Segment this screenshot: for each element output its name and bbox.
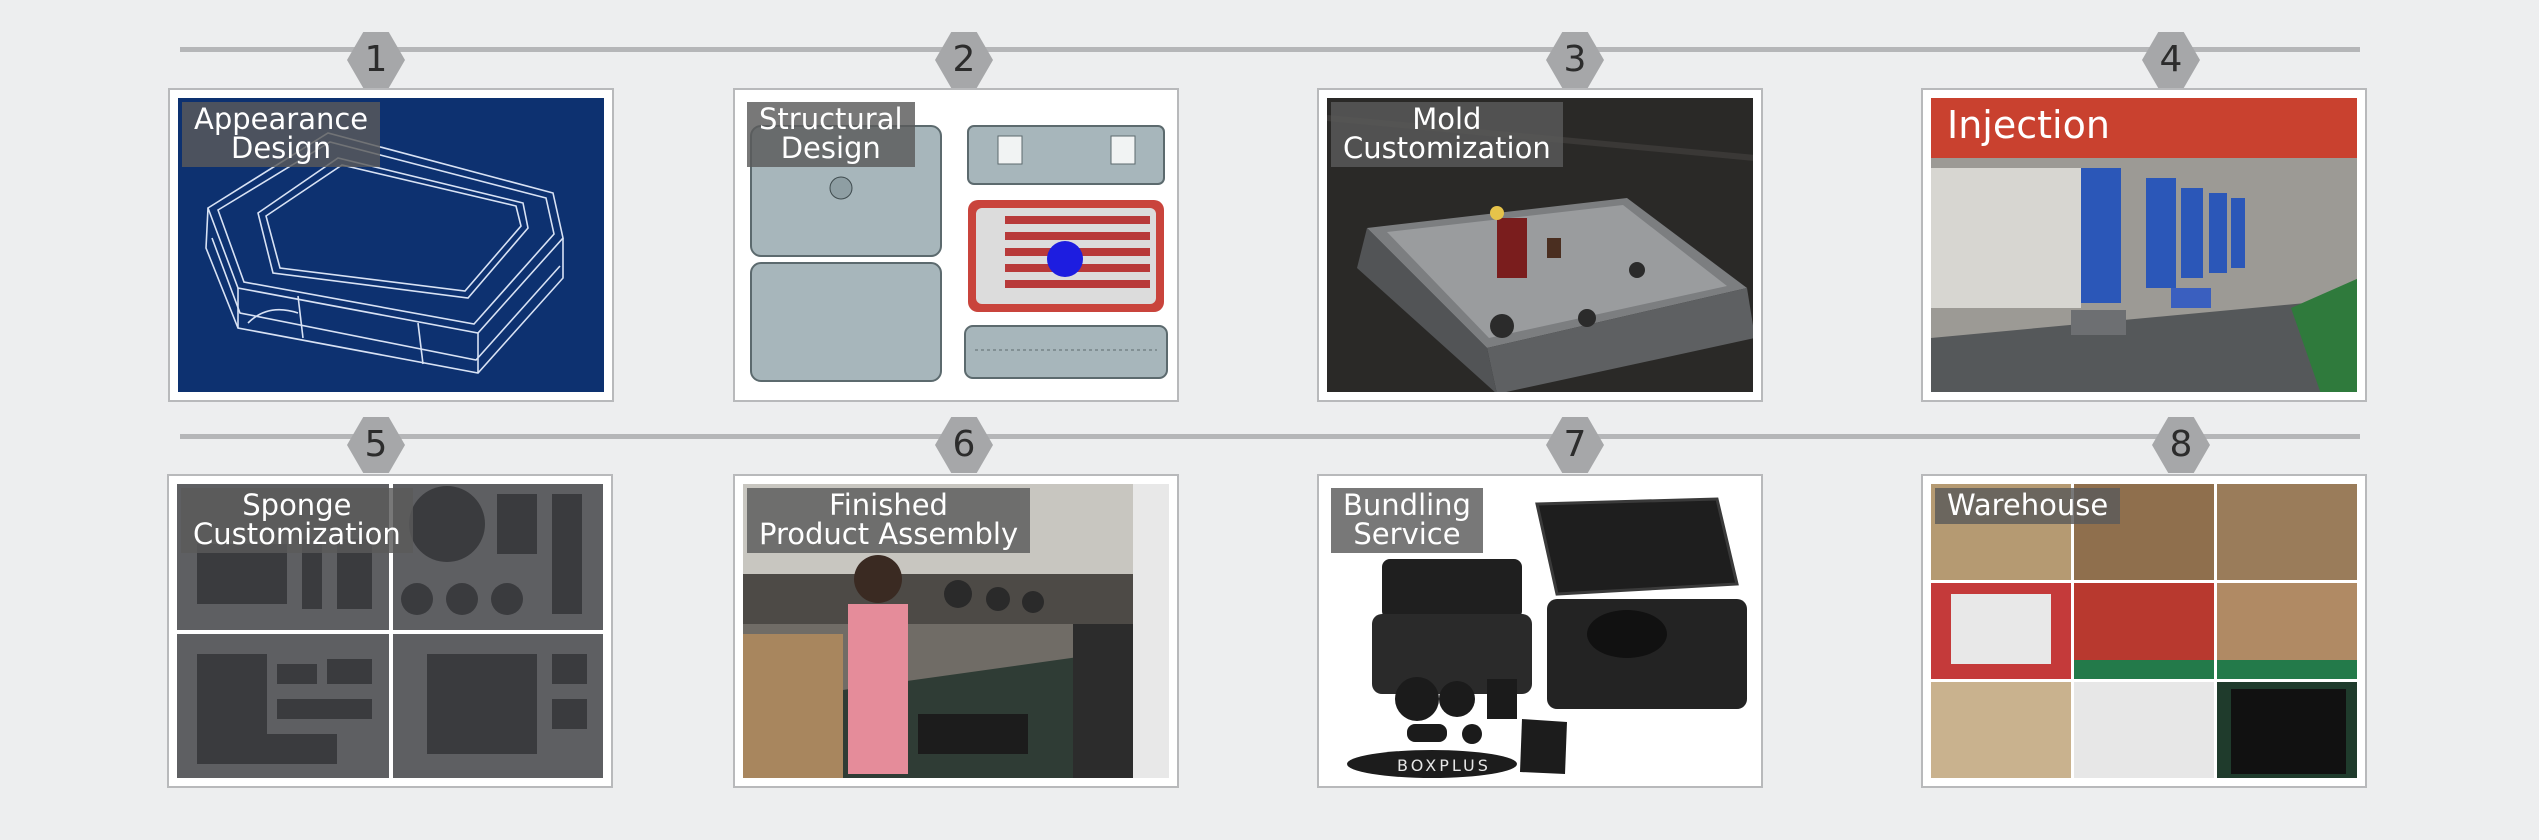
step-number: 8 (2169, 424, 2193, 465)
timeline-line-top (180, 47, 2360, 52)
assembly-line-photo: Finished Product Assembly (743, 484, 1169, 778)
step-card-mold-customization: Mold Customization (1317, 88, 1763, 402)
step-card-warehouse: Warehouse (1921, 474, 2367, 788)
step-number: 2 (952, 39, 976, 80)
step-label: Structural Design (747, 102, 915, 167)
step-title-line2: Product Assembly (759, 517, 1019, 551)
step-title-line1: Sponge (242, 488, 352, 522)
step-badge-1: 1 (347, 32, 405, 88)
step-card-bundling-service: BOXPLUS Bundling Service (1317, 474, 1763, 788)
step-number: 4 (2159, 39, 2183, 80)
step-title-line1: Appearance (194, 102, 369, 136)
timeline-line-bottom (180, 434, 2360, 439)
step-label: Appearance Design (182, 102, 381, 167)
step-badge-4: 4 (2142, 32, 2200, 88)
step-number: 5 (364, 424, 388, 465)
cad-render-image: Structural Design (743, 98, 1169, 392)
mold-photo: Mold Customization (1327, 98, 1753, 392)
step-number: 1 (364, 39, 388, 80)
step-title-line2: Service (1353, 517, 1461, 551)
step-label: Bundling Service (1331, 488, 1483, 553)
step-label: Finished Product Assembly (747, 488, 1031, 553)
step-title-line2: Design (780, 131, 881, 165)
step-number: 3 (1563, 39, 1587, 80)
step-label: Injection (1935, 102, 2122, 149)
step-badge-6: 6 (935, 417, 993, 473)
step-title-line1: Finished (829, 488, 948, 522)
warehouse-illustration (1931, 484, 2357, 778)
bundled-kit-illustration (1347, 497, 1747, 778)
step-title-line2: Customization (1343, 131, 1551, 165)
step-card-structural-design: Structural Design (733, 88, 1179, 402)
step-badge-2: 2 (935, 32, 993, 88)
step-badge-3: 3 (1546, 32, 1604, 88)
step-title-line1: Bundling (1343, 488, 1471, 522)
step-card-injection: Injection (1921, 88, 2367, 402)
step-card-sponge-customization: Sponge Customization (167, 474, 613, 788)
brand-text: BOXPLUS (1397, 756, 1491, 775)
step-label: Sponge Customization (181, 488, 413, 553)
blueprint-image: Appearance Design (178, 98, 604, 392)
mold-illustration (1327, 98, 1753, 392)
step-title-line1: Warehouse (1947, 488, 2109, 522)
injection-machines-illustration (1931, 98, 2357, 392)
step-label: Mold Customization (1331, 102, 1563, 167)
step-badge-8: 8 (2152, 417, 2210, 473)
step-title-line1: Structural (759, 102, 903, 136)
step-number: 6 (952, 424, 976, 465)
step-label: Warehouse (1935, 488, 2121, 524)
bundled-products-photo: BOXPLUS Bundling Service (1327, 484, 1753, 778)
step-badge-7: 7 (1546, 417, 1604, 473)
warehouse-photo-grid: Warehouse (1931, 484, 2357, 778)
cad-case-drawing (750, 125, 1168, 382)
foam-photo-grid: Sponge Customization (177, 484, 603, 778)
step-title-line1: Mold (1412, 102, 1482, 136)
step-title-line1: Injection (1947, 103, 2110, 147)
step-title-line2: Design (231, 131, 332, 165)
step-number: 7 (1563, 424, 1587, 465)
step-card-finished-product-assembly: Finished Product Assembly (733, 474, 1179, 788)
factory-photo: Injection (1931, 98, 2357, 392)
step-badge-5: 5 (347, 417, 405, 473)
step-title-line2: Customization (193, 517, 401, 551)
step-card-appearance-design: Appearance Design (168, 88, 614, 402)
